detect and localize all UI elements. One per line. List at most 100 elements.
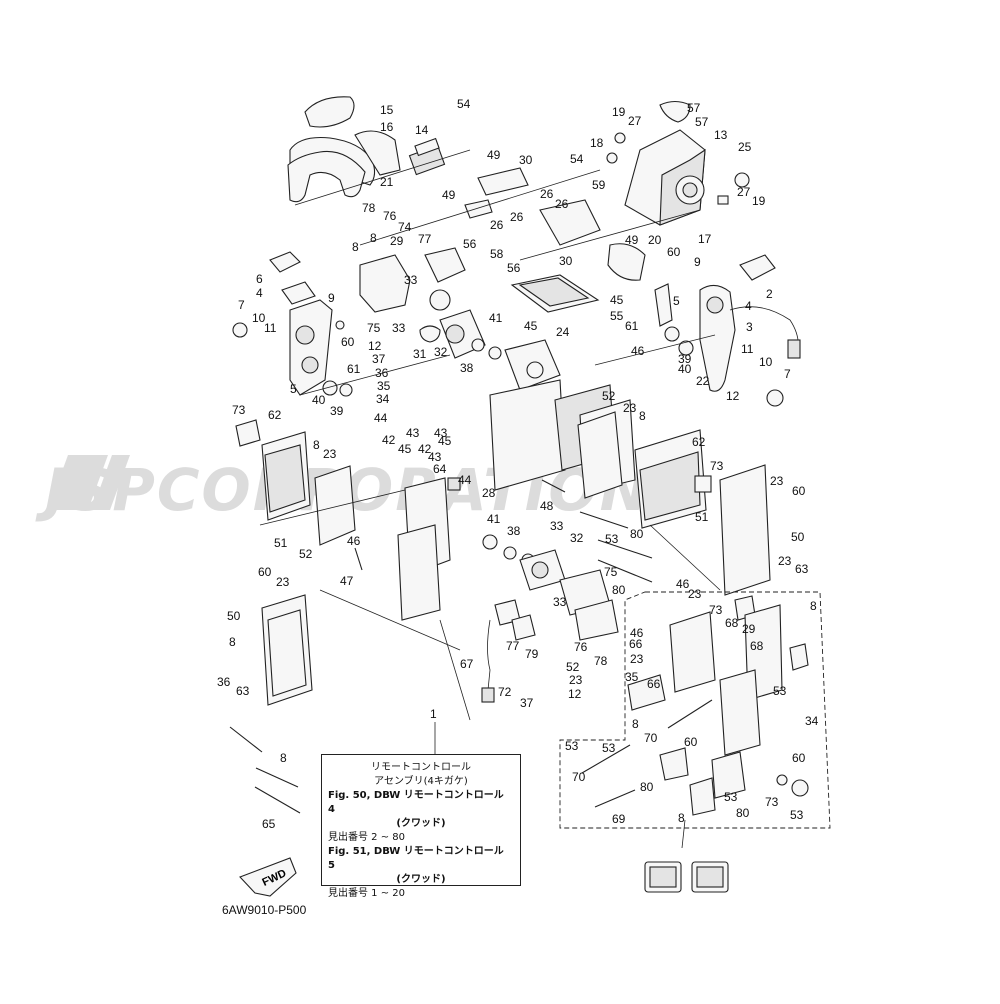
part-number-label: 80 xyxy=(736,806,750,820)
part-number-label: 72 xyxy=(498,685,512,699)
part-number-label: 37 xyxy=(372,352,386,366)
part-number-label: 58 xyxy=(490,247,504,261)
part-number-label: 80 xyxy=(612,583,626,597)
part-number-label: 70 xyxy=(572,770,586,784)
part-number-label: 11 xyxy=(741,342,754,356)
right-lever-group xyxy=(654,254,801,407)
part-number-label: 66 xyxy=(647,677,661,691)
part-number-label: 73 xyxy=(709,603,723,617)
part-number-label: 26 xyxy=(510,210,524,224)
part-number-label: 23 xyxy=(276,575,290,589)
part-number-label: 48 xyxy=(540,499,554,513)
part-number-label: 76 xyxy=(383,209,397,223)
part-number-label: 68 xyxy=(725,616,739,630)
part-number-label: 53 xyxy=(790,808,804,822)
part-number-label: 46 xyxy=(630,626,644,640)
part-number-label: 14 xyxy=(415,123,429,137)
part-number-label: 54 xyxy=(457,97,471,111)
part-number-label: 44 xyxy=(458,473,472,487)
part-number-label: 8 xyxy=(370,231,377,245)
part-number-label: 62 xyxy=(268,408,282,422)
part-number-label: 26 xyxy=(540,187,554,201)
part-number-label: 23 xyxy=(688,587,702,601)
part-number-label: 70 xyxy=(644,731,658,745)
part-number-label: 46 xyxy=(347,534,361,548)
part-number-label: 42 xyxy=(418,442,432,456)
part-number-label: 67 xyxy=(460,657,474,671)
right-subassembly-parts xyxy=(627,595,809,816)
part-number-label: 13 xyxy=(714,128,728,142)
fwd-arrow: FWD xyxy=(239,857,297,897)
part-number-label: 8 xyxy=(229,635,236,649)
part-number-label: 42 xyxy=(382,433,396,447)
part-number-label: 73 xyxy=(765,795,779,809)
part-number-label: 79 xyxy=(525,647,539,661)
part-number-label: 8 xyxy=(678,811,685,825)
part-number-label: 8 xyxy=(280,751,287,765)
part-number-label: 61 xyxy=(347,362,361,376)
part-number-label: 53 xyxy=(602,741,616,755)
layout-lines xyxy=(259,149,721,721)
part-number-label: 40 xyxy=(678,362,692,376)
connector-pair-67 xyxy=(644,819,729,893)
part-number-label: 21 xyxy=(380,175,394,189)
part-number-label: 38 xyxy=(507,524,521,538)
part-number-label: 30 xyxy=(519,153,533,167)
part-number-label: 78 xyxy=(594,654,608,668)
part-number-label: 12 xyxy=(368,339,382,353)
part-number-label: 37 xyxy=(520,696,534,710)
part-number-label: 60 xyxy=(792,484,806,498)
part-number-label: 41 xyxy=(489,311,503,325)
caption-fig51-line3: 見出番号 1 ~ 20 xyxy=(328,888,406,899)
part-number-label: 30 xyxy=(559,254,573,268)
part-number-label: 9 xyxy=(328,291,335,305)
caption-title-line1: リモートコントロール xyxy=(371,762,471,773)
part-number-label: 23 xyxy=(630,652,644,666)
part-number-label: 59 xyxy=(592,178,606,192)
part-number-label: 41 xyxy=(487,512,501,526)
part-number-label: 7 xyxy=(784,367,791,381)
part-number-label: 33 xyxy=(553,595,567,609)
part-number-label: 35 xyxy=(377,379,391,393)
part-number-label: 24 xyxy=(556,325,570,339)
part-number-label: 23 xyxy=(778,554,792,568)
part-number-label: 65 xyxy=(262,817,276,831)
part-number-label: 53 xyxy=(565,739,579,753)
part-number-label: 10 xyxy=(252,311,266,325)
part-number-label: 23 xyxy=(770,474,784,488)
part-number-label: 60 xyxy=(258,565,272,579)
part-number-label: 47 xyxy=(340,574,354,588)
part-number-label: 49 xyxy=(442,188,456,202)
part-number-label: 5 xyxy=(290,382,297,396)
part-number-label: 56 xyxy=(507,261,521,275)
part-number-label: 69 xyxy=(612,812,626,826)
part-number-label: 51 xyxy=(695,510,709,524)
part-number-label: 45 xyxy=(524,319,538,333)
part-number-label: 55 xyxy=(610,309,624,323)
part-number-label: 12 xyxy=(726,389,740,403)
part-number-label: 40 xyxy=(312,393,326,407)
right-ecu-group xyxy=(577,411,771,596)
part-number-label: 75 xyxy=(367,321,381,335)
long-bolts-ties xyxy=(229,479,713,814)
top-center-brackets xyxy=(464,167,646,313)
part-number-label: 3 xyxy=(746,320,753,334)
part-number-label: 45 xyxy=(398,442,412,456)
part-number-label: 8 xyxy=(810,599,817,613)
part-number-label: 8 xyxy=(639,409,646,423)
part-number-label: 27 xyxy=(737,185,751,199)
part-number-label: 60 xyxy=(684,735,698,749)
part-number-label: 76 xyxy=(574,640,588,654)
lower-center-parts xyxy=(481,534,619,703)
part-number-label: 6 xyxy=(256,272,263,286)
part-number-label: 43 xyxy=(428,450,442,464)
watermark-logo-mark xyxy=(48,455,130,510)
part-number-label: 36 xyxy=(217,675,231,689)
part-number-label: 77 xyxy=(418,232,432,246)
part-number-label: 18 xyxy=(590,136,604,150)
part-number-label: 8 xyxy=(352,240,359,254)
left-lever-group xyxy=(232,251,353,397)
caption-fig50-line3: 見出番号 2 ~ 80 xyxy=(328,832,406,843)
